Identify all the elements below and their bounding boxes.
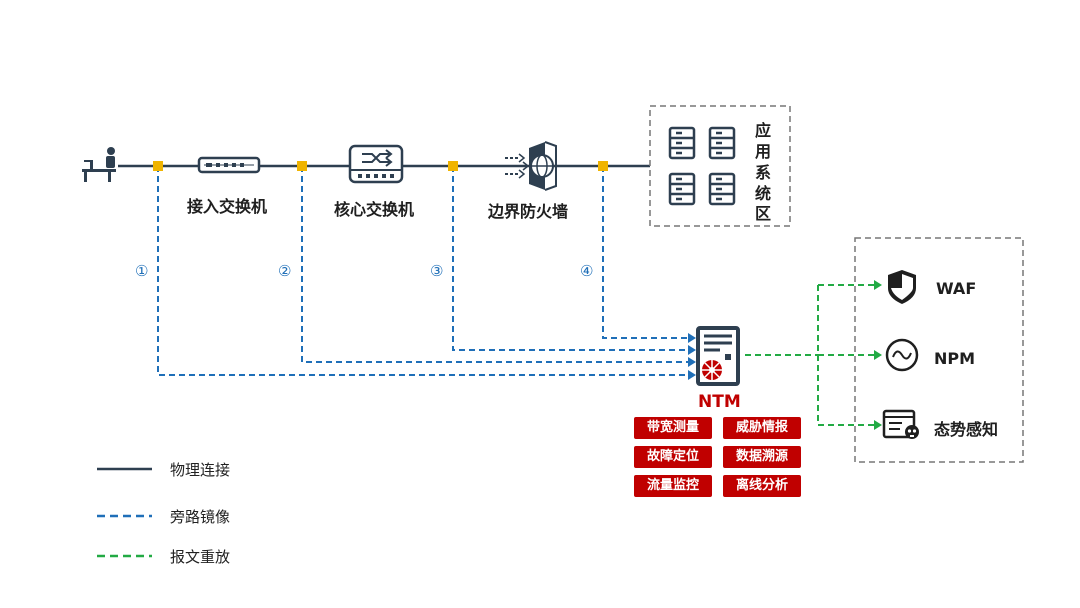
ntm-function-tag: 故障定位 bbox=[634, 446, 712, 468]
arrow-head bbox=[688, 370, 696, 380]
situation-awareness-icon bbox=[882, 409, 919, 439]
tap-point bbox=[448, 161, 458, 171]
mirror-point-4: ④ bbox=[580, 262, 594, 280]
app-zone-label-char: 区 bbox=[755, 204, 772, 223]
legend-label-replay: 报文重放 bbox=[170, 548, 231, 566]
app-zone-label-char: 应 bbox=[755, 121, 772, 140]
mirror-path-1 bbox=[157, 166, 688, 376]
mirror-point-1: ① bbox=[135, 262, 149, 280]
firewall-icon bbox=[505, 141, 557, 191]
waf-label: WAF bbox=[936, 279, 977, 298]
mirror-path-2 bbox=[301, 166, 688, 363]
ntm-label: NTM bbox=[698, 392, 741, 412]
legend-label-mirror: 旁路镜像 bbox=[170, 508, 231, 526]
ntm-function-tag: 数据溯源 bbox=[723, 446, 801, 468]
ntm-function-tag: 带宽测量 bbox=[634, 417, 712, 439]
wave-monitor-icon bbox=[885, 338, 919, 372]
user-workstation-icon bbox=[82, 147, 116, 182]
server-icon bbox=[668, 172, 696, 206]
arrow-head bbox=[874, 280, 882, 290]
mirror-path-3 bbox=[452, 166, 688, 351]
arrow-head bbox=[688, 345, 696, 355]
access-switch-icon bbox=[197, 156, 261, 174]
shield-icon bbox=[888, 270, 916, 304]
server-icon bbox=[708, 126, 736, 160]
server-icon bbox=[668, 126, 696, 160]
app-zone-box bbox=[649, 105, 791, 227]
core-switch-icon bbox=[348, 144, 404, 184]
npm-label: NPM bbox=[934, 349, 976, 368]
app-zone-label-char: 系 bbox=[755, 163, 772, 182]
mirror-path-4 bbox=[602, 166, 688, 339]
mirror-point-2: ② bbox=[278, 262, 292, 280]
access-switch-label: 接入交换机 bbox=[187, 197, 268, 216]
server-icon bbox=[708, 172, 736, 206]
core-switch-label: 核心交换机 bbox=[334, 200, 415, 219]
ntm-function-tag: 流量监控 bbox=[634, 475, 712, 497]
app-zone-label-char: 统 bbox=[755, 184, 772, 203]
arrow-head bbox=[688, 333, 696, 343]
tap-point bbox=[598, 161, 608, 171]
app-zone-label-char: 用 bbox=[755, 142, 772, 161]
legend-label-physical: 物理连接 bbox=[170, 461, 231, 479]
situation-awareness-label: 态势感知 bbox=[934, 420, 999, 439]
firewall-label: 边界防火墙 bbox=[488, 202, 569, 221]
tap-point bbox=[297, 161, 307, 171]
arrow-head bbox=[688, 357, 696, 367]
tap-point bbox=[153, 161, 163, 171]
ntm-device-icon bbox=[696, 326, 740, 386]
arrow-head bbox=[874, 350, 882, 360]
ntm-function-tag: 威胁情报 bbox=[723, 417, 801, 439]
arrow-head bbox=[874, 420, 882, 430]
mirror-point-3: ③ bbox=[430, 262, 444, 280]
ntm-function-tag: 离线分析 bbox=[723, 475, 801, 497]
